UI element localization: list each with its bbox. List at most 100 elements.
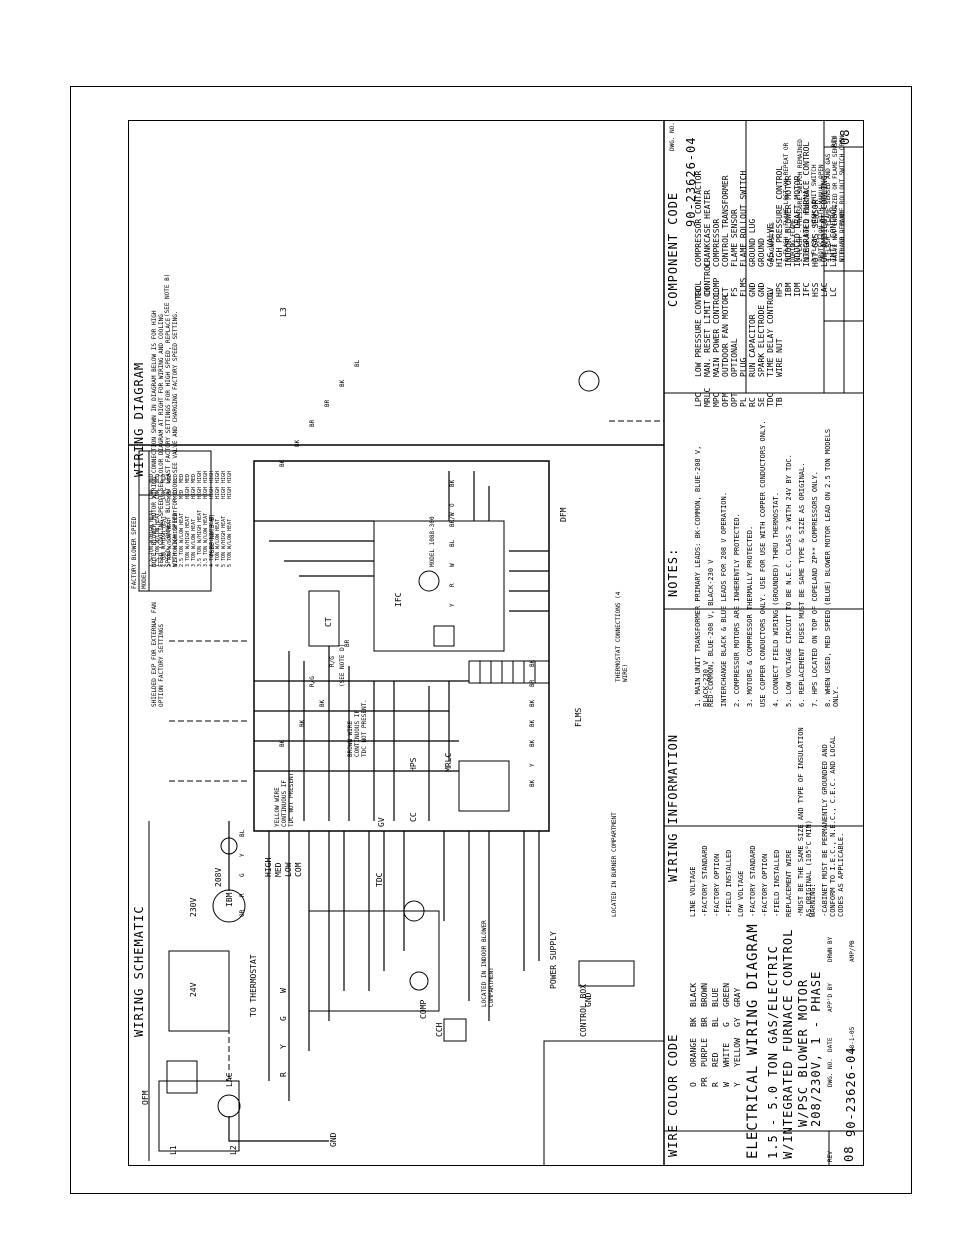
color-code: PR <box>700 1077 709 1087</box>
component-code: LAC <box>820 282 829 297</box>
component-desc: CRANKCASE HEATER <box>703 189 712 267</box>
note-line: 8. WHEN USED, MED SPEED (BLUE) BLOWER MO… <box>824 428 840 707</box>
color-code: GY <box>733 1017 742 1027</box>
terminal-strip <box>468 660 550 684</box>
comp-motor <box>409 971 429 991</box>
label-low: LOW <box>284 862 293 877</box>
color-name: GRAY <box>733 987 742 1007</box>
wire-tag: W <box>449 563 456 567</box>
model-table-box <box>138 450 212 592</box>
bottom-rev-label: REV <box>831 136 838 147</box>
schematic-ifc <box>308 910 440 1012</box>
component-desc: FLAME ROLLOUT SWITCH <box>739 170 748 267</box>
wiring-info-line: WARNING: <box>809 883 817 917</box>
bottom-rev: 08 <box>838 128 852 145</box>
wiring-diagram-frame <box>253 460 550 832</box>
label-com: COM <box>294 862 303 877</box>
title-block-line1: 1.5 - 5.0 TON GAS/ELECTRIC <box>766 945 780 1159</box>
component-desc: GROUND LUG <box>748 218 757 267</box>
component-desc: OPTIONAL <box>730 338 739 377</box>
component-code: IBM <box>784 282 793 297</box>
model-table-header-speed: FACTORY BLOWER SPEED <box>131 516 138 589</box>
title-block-rev: 08 <box>842 1145 856 1162</box>
wiring-info-line: -FIELD INSTALLED <box>773 849 781 917</box>
color-name: BROWN <box>700 982 709 1007</box>
component-desc: LOW PRESSURE CONTROL <box>694 280 703 377</box>
component-desc: OUTDOOR FAN MOTOR <box>721 295 730 377</box>
title-block-drwn-value: AMP/PB <box>849 940 856 962</box>
ct-transformer <box>308 590 340 647</box>
component-desc: INDUCED DRAFT MOTOR <box>793 175 802 267</box>
component-code: LC <box>829 287 838 297</box>
component-desc: INTEGRATED FURNACE CONTROL <box>802 141 811 267</box>
component-desc: FLAME SENSOR <box>730 209 739 267</box>
component-code: HPS <box>775 282 784 297</box>
color-code: Y <box>733 1082 742 1087</box>
wire-tag: BK <box>319 699 326 707</box>
wire-tag: R <box>239 893 246 897</box>
wiring-info-line: REPLACEMENT WIRE <box>785 849 793 917</box>
component-desc: GAS VALVE <box>766 223 775 267</box>
color-name: RED <box>711 1052 720 1067</box>
wire-tag: BK <box>279 459 286 467</box>
component-code: PL <box>739 397 748 407</box>
wire-tag: BK <box>294 439 301 447</box>
label-model-ifc: MODEL 1088-300 <box>429 516 436 567</box>
label-lac: LAC <box>225 1072 234 1087</box>
wire-tag: BR/W <box>449 512 456 527</box>
label-thermostat-connections: THERMOSTAT CONNECTIONS (4 WIRE) <box>615 591 629 682</box>
wire-tag: BK <box>529 739 536 747</box>
diagnostics-box <box>543 1040 665 1165</box>
terminal-r: R <box>279 1072 288 1077</box>
component-code: IFC <box>802 282 811 297</box>
title-block-drwn-label: DRWN BY <box>827 936 834 962</box>
schematic-block-1 <box>168 950 230 1032</box>
label-yellow-wire: YELLOW WIRE CONTINUOUS IF TDC NOT PRESEN… <box>274 769 295 827</box>
wire-tag: BR <box>309 419 316 427</box>
wire-tag: BK <box>529 699 536 707</box>
color-code: O <box>689 1082 698 1087</box>
label-flms: FLMS <box>574 707 583 727</box>
wire-tag: BK <box>339 379 346 387</box>
wiring-info-line: -FACTORY OPTION <box>713 853 721 917</box>
color-code: BL <box>711 1017 720 1027</box>
note-line: 3. MOTORS & COMPRESSOR THERMALLY PROTECT… <box>746 525 754 707</box>
note-line: 2. COMPRESSOR MOTORS ARE INHERENTLY PROT… <box>733 513 741 707</box>
wire-tag: Y <box>529 763 536 767</box>
rotated-layer: WIRING DIAGRAM WIRING SCHEMATIC COMPONEN… <box>129 121 863 1165</box>
component-desc: CONTROL TRANSFORMER <box>721 175 730 267</box>
label-to-thermostat: TO THERMOSTAT <box>249 954 258 1017</box>
component-code: HSS <box>811 282 820 297</box>
wire-tag: OR <box>239 909 246 917</box>
component-code: GND <box>748 282 757 297</box>
label-24v: 24V <box>189 982 198 997</box>
color-code: BR <box>700 1017 709 1027</box>
title-block-line3: W/PSC BLOWER MOTOR <box>796 978 810 1127</box>
color-name: ORANGE <box>689 1038 698 1067</box>
note-line: RED-COMMON, BLUE-208 V, BLACK-230 V <box>707 559 715 707</box>
label-see-note-d: (SEE NOTE D) <box>339 643 346 687</box>
component-desc: TIME DELAY CONTROL <box>766 290 775 377</box>
label-high: HIGH <box>264 857 273 877</box>
component-desc: RUN CAPACITOR <box>748 314 757 377</box>
label-230v: 230V <box>189 897 198 917</box>
wire-tag: R/G <box>309 676 316 687</box>
component-desc: PLUG <box>739 357 748 377</box>
wire-tag: BR <box>529 679 536 687</box>
label-cc: CC <box>409 812 418 822</box>
component-code: FS <box>730 287 739 297</box>
terminal-y: Y <box>279 1044 288 1049</box>
ifc-board <box>373 520 505 652</box>
note-line: 7. HPS LOCATED ON TOP OF COPELAND ZP** C… <box>811 470 819 707</box>
wire-tag: BK <box>449 479 456 487</box>
wiring-info-line: -FACTORY OPTION <box>761 853 769 917</box>
label-mrlc: MRLC <box>444 752 453 772</box>
color-code: W <box>722 1082 731 1087</box>
wire-tag: Y <box>449 603 456 607</box>
wiring-schematic-title: WIRING SCHEMATIC <box>132 905 146 1037</box>
component-desc: LOW AMBIENT COOLING <box>820 175 829 267</box>
label-dfm: DFM <box>559 507 568 522</box>
title-block-rev-label: REV <box>827 1151 834 1162</box>
model-row-speed-b: HIGH <box>227 470 233 483</box>
wire-tag: R/G <box>329 656 336 667</box>
